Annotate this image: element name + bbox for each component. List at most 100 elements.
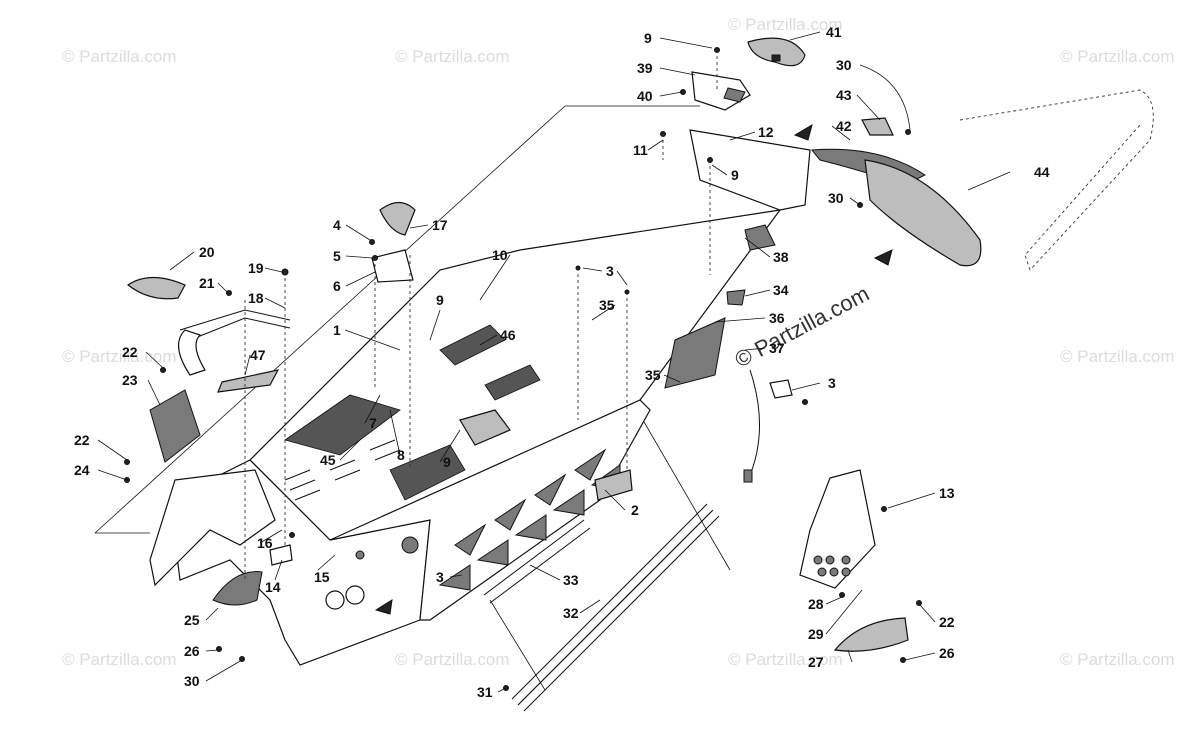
callout-label: 3	[828, 375, 836, 391]
watermark: © Partzilla.com	[62, 47, 177, 66]
rear-bumper-outline	[959, 89, 1154, 271]
part-27	[833, 617, 909, 652]
part-23	[149, 389, 201, 463]
callout-label: 9	[731, 167, 739, 183]
part-41	[747, 37, 806, 67]
part-17	[379, 201, 416, 236]
callout-label: 5	[333, 248, 341, 264]
callout-label: 2	[631, 502, 639, 518]
callout-label: 16	[257, 535, 273, 551]
callout-label: 28	[808, 596, 824, 612]
callout-label: 23	[122, 372, 138, 388]
part-25	[212, 571, 263, 606]
callout-label: 4	[333, 217, 341, 233]
callout-label: 39	[637, 60, 653, 76]
small-parts	[124, 37, 1154, 712]
callout-label: 26	[939, 645, 955, 661]
callout-label: 32	[563, 605, 579, 621]
callout-label: 43	[836, 87, 852, 103]
part-32	[517, 509, 714, 706]
callout-label: 1	[333, 322, 341, 338]
part-6	[371, 249, 414, 283]
callout-label: 44	[1034, 164, 1050, 180]
part-33	[489, 527, 591, 604]
watermark-layer: © Partzilla.com © Partzilla.com © Partzi…	[62, 15, 1175, 669]
rail-cutouts	[438, 448, 621, 591]
callout-label: 10	[492, 247, 508, 263]
front-bulkhead	[149, 469, 276, 587]
part-37-rod	[747, 369, 761, 481]
part-2	[594, 469, 633, 501]
mesh-strip-46b	[484, 364, 541, 401]
leader-lines	[97, 31, 1011, 693]
part-3	[769, 379, 793, 399]
part-43	[861, 117, 894, 136]
part-38	[744, 224, 776, 251]
callout-label: 45	[320, 452, 336, 468]
right-side-rail	[329, 399, 651, 621]
callout-labels: 9 41 39 40 30 43 42 12 11 9 44 30 4 17 5…	[74, 24, 1050, 700]
part-14	[269, 544, 293, 566]
callout-label: 21	[199, 275, 215, 291]
watermark: © Partzilla.com	[395, 650, 510, 669]
callout-label: 30	[828, 190, 844, 206]
callout-label: 29	[808, 626, 824, 642]
callout-label: 36	[769, 310, 785, 326]
rear-bracket	[689, 129, 811, 211]
callout-label: 30	[836, 57, 852, 73]
watermark: © Partzilla.com	[728, 15, 843, 34]
callout-label: 8	[397, 447, 405, 463]
callout-label: 11	[633, 142, 648, 158]
part-36	[664, 317, 726, 389]
vent-slots	[284, 439, 401, 501]
callout-label: 38	[773, 249, 789, 265]
callout-label: 19	[248, 260, 264, 276]
callout-label: 30	[184, 673, 200, 689]
watermark: © Partzilla.com	[395, 47, 510, 66]
watermark: © Partzilla.com	[62, 347, 177, 366]
center-plate	[459, 409, 511, 446]
callout-label: 9	[644, 30, 652, 46]
callout-label: 9	[443, 454, 451, 470]
watermark: © Partzilla.com	[728, 650, 843, 669]
callout-label: 7	[369, 415, 377, 431]
watermark: © Partzilla.com	[62, 650, 177, 669]
callout-label: 3	[436, 569, 444, 585]
callout-label: 13	[939, 485, 955, 501]
tunnel-assembly	[149, 129, 811, 666]
callout-label: 17	[432, 217, 448, 233]
part-44	[864, 159, 982, 267]
callout-label: 26	[184, 643, 200, 659]
callout-label: 6	[333, 278, 341, 294]
callout-label: 15	[314, 569, 330, 585]
callout-label: 40	[637, 88, 653, 104]
part-34	[726, 289, 746, 306]
part-47	[217, 369, 280, 393]
callout-label: 34	[773, 282, 789, 298]
callout-label: 31	[477, 684, 493, 700]
callout-label: 12	[758, 124, 774, 140]
callout-label: 22	[74, 432, 90, 448]
callout-label: 41	[826, 24, 842, 40]
callout-label: 18	[248, 290, 264, 306]
callout-label: 37	[769, 340, 785, 356]
callout-label: 27	[808, 654, 824, 670]
part-20	[126, 276, 186, 300]
mesh-strip-45	[284, 394, 401, 456]
callout-label: 22	[939, 614, 955, 630]
watermark: © Partzilla.com	[1060, 47, 1175, 66]
mesh-strip-45b	[389, 444, 466, 501]
callout-label: 24	[74, 462, 90, 478]
callout-label: 47	[250, 347, 266, 363]
callout-label: 9	[436, 292, 444, 308]
watermark: © Partzilla.com	[1060, 650, 1175, 669]
callout-label: 14	[265, 579, 281, 595]
callout-label: 35	[599, 297, 615, 313]
callout-label: 20	[199, 244, 215, 260]
callout-label: 22	[122, 344, 138, 360]
watermark: © Partzilla.com	[1060, 347, 1175, 366]
direction-arrows	[374, 123, 893, 615]
part-21	[178, 329, 206, 376]
mesh-strip-46	[439, 324, 506, 366]
